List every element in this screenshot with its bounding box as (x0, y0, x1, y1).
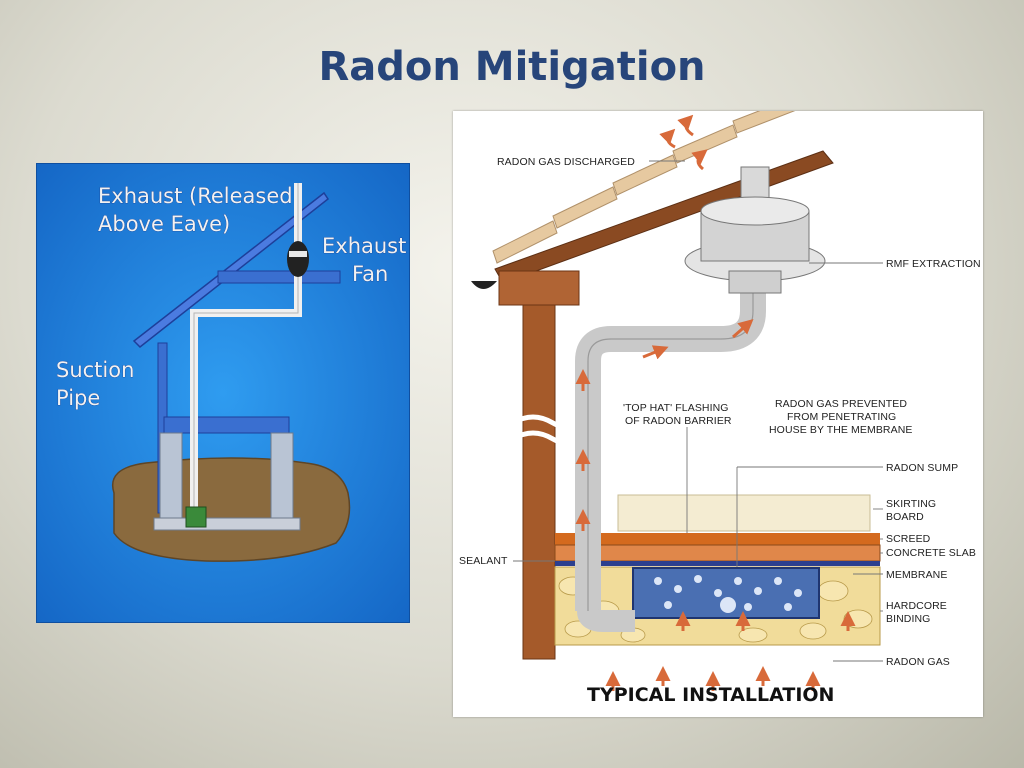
exhaust-label: Exhaust (Released (98, 184, 293, 208)
hardcore-label: HARDCORE (886, 600, 947, 612)
radon-flow-arrows (575, 114, 856, 691)
screed-layer (555, 533, 880, 545)
label-leader-lines (513, 160, 883, 662)
brick-wall (522, 278, 556, 660)
eave-beam (217, 270, 341, 284)
radon-gas-label: RADON GAS (886, 656, 950, 668)
sump-perforations (654, 575, 802, 613)
suction-system-diagram: Exhaust (Released Above Eave) Exhaust Fa… (36, 163, 410, 623)
sump-pit (185, 506, 207, 528)
membrane-layer (555, 561, 880, 566)
diagram-title: TYPICAL INSTALLATION (587, 684, 834, 706)
prevented-label-2: FROM PENETRATING (787, 411, 896, 423)
exhaust-label-2: Above Eave) (98, 212, 230, 236)
skirting-board (617, 494, 871, 532)
extraction-fan (684, 166, 826, 294)
roof (132, 191, 330, 349)
floor-joist (163, 416, 290, 434)
suction-pipe-label-2: Pipe (56, 386, 100, 410)
concrete-label: CONCRETE SLAB (886, 547, 976, 559)
concrete-slab (554, 544, 881, 562)
skirting-label-2: BOARD (886, 511, 924, 523)
foundation-pier-right (270, 432, 294, 524)
prevented-label-3: HOUSE BY THE MEMBRANE (769, 424, 913, 436)
screed-label: SCREED (886, 533, 931, 545)
skirting-label: SKIRTING (886, 498, 936, 510)
sump-label: RADON SUMP (886, 462, 958, 474)
fan-label: RMF EXTRACTION FAN (886, 258, 983, 270)
hardcore-label-2: BINDING (886, 613, 930, 625)
top-hat-label-2: OF RADON BARRIER (625, 415, 732, 427)
typical-installation-diagram: RADON GAS DISCHARGED RMF EXTRACTION FAN … (453, 111, 983, 717)
membrane-label: MEMBRANE (886, 569, 947, 581)
footing (153, 517, 301, 531)
top-hat-label: 'TOP HAT' FLASHING (623, 402, 729, 414)
soil-mound (112, 457, 351, 562)
gutter (471, 281, 497, 289)
suction-pipe-label: Suction (56, 358, 134, 382)
prevented-label: RADON GAS PREVENTED (775, 398, 907, 410)
exhaust-fan-label-2: Fan (352, 262, 388, 286)
exhaust-fan (287, 241, 309, 277)
gas-discharged-label: RADON GAS DISCHARGED (497, 156, 635, 168)
roof-tiles (492, 111, 796, 264)
foundation-pier-left (159, 432, 183, 524)
sealant-label: SEALANT (459, 555, 508, 567)
slide-title: Radon Mitigation (318, 44, 706, 90)
exhaust-fan-label: Exhaust (322, 234, 406, 258)
